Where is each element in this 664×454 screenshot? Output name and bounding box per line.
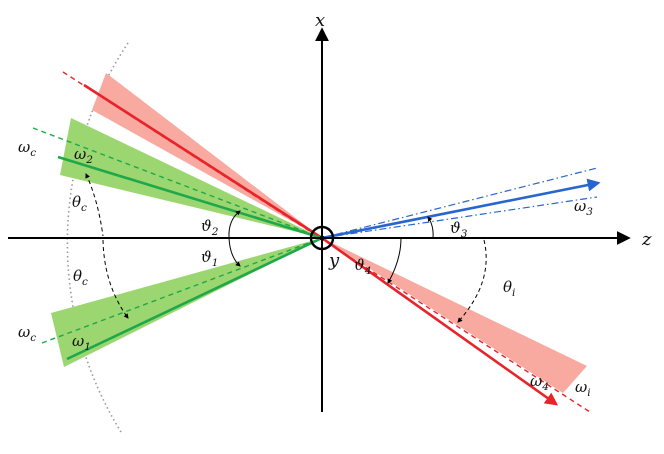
red-cone-upper [92, 73, 322, 238]
label-vartheta-2: ϑ2 [201, 217, 219, 238]
arc-vartheta-4 [387, 237, 402, 284]
green-line-omega-1 [66, 236, 323, 361]
red-line-omega-c [83, 83, 323, 240]
red-cone-lower [322, 238, 587, 393]
arc-theta-c-bottom [102, 239, 129, 319]
label-theta-c-top: θc [72, 193, 87, 214]
y-axis-symbol [309, 225, 335, 251]
blue-dashdot-lower [321, 196, 598, 239]
label-omega-2: ω2 [74, 145, 93, 166]
red-arrow-omega-4 [321, 236, 559, 406]
y-axis-label: y [328, 250, 340, 271]
green-dashed-line-upper [32, 127, 323, 239]
arc-theta-c-top [85, 173, 104, 237]
blue-dashdot-upper [321, 167, 598, 239]
label-vartheta-3: ϑ3 [450, 219, 468, 240]
arc-vartheta-2 [228, 210, 241, 239]
label-omega-4: ω4 [530, 372, 549, 393]
label-omega-c-bottom: ωc [18, 323, 36, 344]
z-axis-label: z [641, 229, 652, 250]
label-omega-i: ωi [575, 378, 591, 399]
arc-vartheta-1 [228, 237, 241, 267]
label-vartheta-4: ϑ4 [354, 256, 371, 277]
label-vartheta-1: ϑ1 [201, 248, 218, 269]
label-theta-c-bottom: θc [73, 267, 88, 288]
red-dashed-line [62, 71, 591, 413]
label-theta-i: θi [503, 278, 515, 299]
green-cone-upper [60, 118, 322, 238]
label-omega-1: ω1 [72, 332, 91, 353]
blue-arrow-omega-3 [321, 178, 601, 240]
label-omega-c-top: ωc [18, 138, 36, 159]
label-omega-3: ω3 [574, 197, 593, 218]
arc-theta-i [457, 239, 487, 323]
arc-vartheta-3 [427, 216, 434, 239]
y-axis-dot [319, 235, 325, 241]
green-line-omega-2 [57, 155, 323, 240]
x-axis-label: x [315, 10, 325, 31]
green-dashed-line-lower [41, 237, 323, 344]
